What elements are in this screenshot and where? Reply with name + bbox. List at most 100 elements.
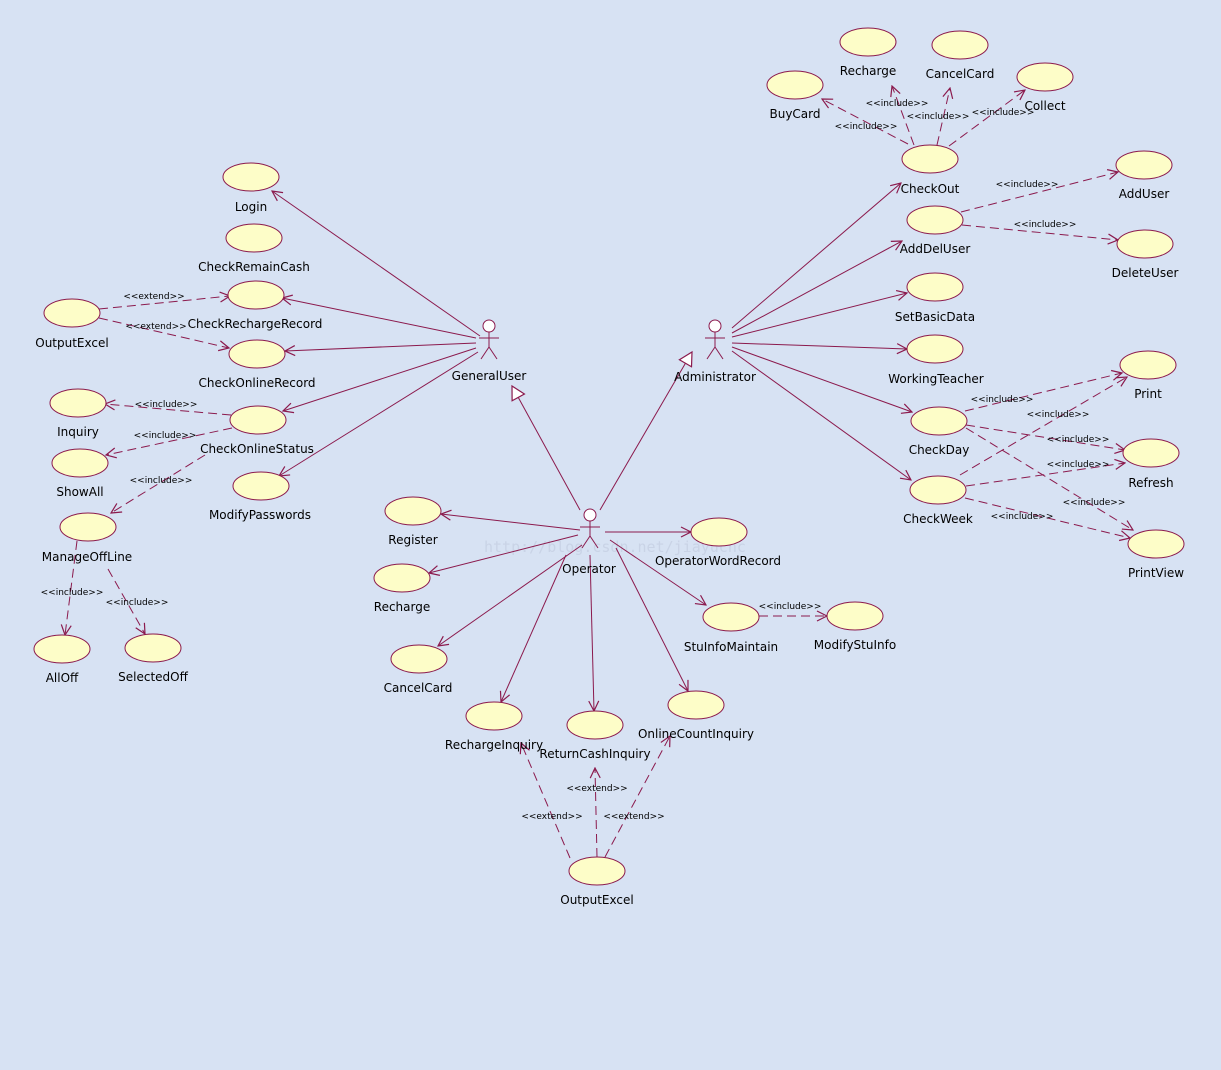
include-stereotype-label: <<include>> — [1063, 498, 1126, 508]
actor-administrator[interactable] — [705, 319, 725, 360]
use-case-label-cancelcard_op: CancelCard — [384, 681, 453, 695]
use-case-workingteacher[interactable] — [906, 334, 964, 364]
use-case-checkonlinerecord[interactable] — [228, 339, 286, 369]
association-generaluser-login — [272, 191, 481, 337]
use-case-label-outputexcel_left: OutputExcel — [35, 336, 108, 350]
use-case-label-checkrechargerecord: CheckRechargeRecord — [188, 317, 323, 331]
use-case-stuinfomaintain[interactable] — [702, 602, 760, 632]
association-generaluser-checkrechargerecord — [282, 298, 477, 339]
use-case-inquiry[interactable] — [49, 388, 107, 418]
use-case-checkrechargerecord[interactable] — [227, 280, 285, 310]
actor-label-generaluser: GeneralUser — [452, 369, 527, 383]
use-case-label-cancelcard_admin: CancelCard — [926, 67, 995, 81]
use-case-label-refresh: Refresh — [1128, 476, 1173, 490]
use-case-selectedoff[interactable] — [124, 633, 182, 663]
include-stereotype-label: <<include>> — [1047, 460, 1110, 470]
use-case-showall[interactable] — [51, 448, 109, 478]
use-case-modifypasswords[interactable] — [232, 471, 290, 501]
include-stereotype-label: <<include>> — [130, 476, 193, 486]
use-case-checkremaincash[interactable] — [225, 223, 283, 253]
use-case-label-stuinfomaintain: StuInfoMaintain — [684, 640, 778, 654]
include-checkday-refresh — [965, 424, 1125, 450]
include-stereotype-label: <<include>> — [135, 400, 198, 410]
use-case-adduser[interactable] — [1115, 150, 1173, 180]
use-case-register[interactable] — [384, 496, 442, 526]
association-administrator-checkweek — [731, 350, 911, 480]
use-case-onlinecountinquiry[interactable] — [667, 690, 725, 720]
use-case-returncashinquiry[interactable] — [566, 710, 624, 740]
use-case-recharge_admin[interactable] — [839, 27, 897, 57]
actor-head — [583, 508, 597, 522]
use-case-label-buycard: BuyCard — [769, 107, 820, 121]
use-case-checkday[interactable] — [910, 406, 968, 436]
association-generaluser-checkonlinestatus — [283, 347, 477, 411]
actor-operator[interactable] — [580, 508, 600, 549]
association-operator-cancelcard_op — [438, 544, 583, 646]
actor-head — [708, 319, 722, 333]
use-case-label-checkweek: CheckWeek — [903, 512, 973, 526]
use-case-refresh[interactable] — [1122, 438, 1180, 468]
use-case-label-modifystuinfo: ModifyStuInfo — [814, 638, 896, 652]
use-case-deleteuser[interactable] — [1116, 229, 1174, 259]
use-case-checkonlinestatus[interactable] — [229, 405, 287, 435]
include-stereotype-label: <<include>> — [971, 395, 1034, 405]
extend-outputexcel_bottom-returncashinquiry — [595, 768, 597, 858]
use-case-label-deleteuser: DeleteUser — [1112, 266, 1179, 280]
include-checkout-recharge_admin — [892, 86, 915, 146]
use-case-label-rechargeinquiry: RechargeInquiry — [445, 738, 543, 752]
actor-generaluser[interactable] — [479, 319, 499, 360]
include-stereotype-label: <<include>> — [907, 112, 970, 122]
extend-outputexcel_left-checkonlinerecord — [98, 317, 229, 348]
extend-stereotype-label: <<extend>> — [521, 812, 582, 822]
association-operator-returncashinquiry — [590, 554, 594, 711]
extend-stereotype-label: <<extend>> — [125, 322, 186, 332]
use-case-checkweek[interactable] — [909, 475, 967, 505]
actor-left-leg — [480, 346, 490, 360]
use-case-label-setbasicdata: SetBasicData — [895, 310, 975, 324]
use-case-label-adduser: AddUser — [1119, 187, 1170, 201]
include-stereotype-label: <<include>> — [835, 122, 898, 132]
use-case-label-selectedoff: SelectedOff — [118, 670, 188, 684]
use-case-alloff[interactable] — [33, 634, 91, 664]
actor-left-leg — [581, 535, 591, 549]
use-case-login[interactable] — [222, 162, 280, 192]
include-stereotype-label: <<include>> — [106, 598, 169, 608]
use-case-checkout[interactable] — [901, 144, 959, 174]
include-checkonlinestatus-manageoffline — [111, 454, 206, 513]
use-case-label-recharge_op: Recharge — [374, 600, 430, 614]
use-case-outputexcel_left[interactable] — [43, 298, 101, 328]
extend-outputexcel_left-checkrechargerecord — [98, 296, 230, 310]
use-case-label-workingteacher: WorkingTeacher — [888, 372, 984, 386]
use-case-modifystuinfo[interactable] — [826, 601, 884, 631]
use-case-adddeluser[interactable] — [906, 205, 964, 235]
include-stereotype-label: <<include>> — [1047, 435, 1110, 445]
include-checkweek-print — [959, 377, 1127, 476]
actor-label-administrator: Administrator — [674, 370, 756, 384]
use-case-label-checkday: CheckDay — [909, 443, 970, 457]
include-stereotype-label: <<include>> — [866, 99, 929, 109]
use-case-setbasicdata[interactable] — [906, 272, 964, 302]
use-case-buycard[interactable] — [766, 70, 824, 100]
use-case-cancelcard_op[interactable] — [390, 644, 448, 674]
include-checkweek-printview — [964, 497, 1130, 538]
include-checkout-collect — [948, 90, 1025, 147]
extend-stereotype-label: <<extend>> — [566, 784, 627, 794]
use-case-outputexcel_bottom[interactable] — [568, 856, 626, 886]
generalization-operator-administrator — [599, 350, 693, 511]
actor-label-operator: Operator — [562, 562, 616, 576]
association-operator-recharge_op — [429, 534, 579, 573]
use-case-operatorwordrecord[interactable] — [690, 517, 748, 547]
use-case-recharge_op[interactable] — [373, 563, 431, 593]
use-case-cancelcard_admin[interactable] — [931, 30, 989, 60]
use-case-label-printview: PrintView — [1128, 566, 1184, 580]
use-case-print[interactable] — [1119, 350, 1177, 380]
include-adddeluser-deleteuser — [961, 224, 1118, 240]
association-operator-stuinfomaintain — [609, 539, 706, 605]
use-case-printview[interactable] — [1127, 529, 1185, 559]
include-stereotype-label: <<include>> — [41, 588, 104, 598]
use-case-collect[interactable] — [1016, 62, 1074, 92]
use-case-rechargeinquiry[interactable] — [465, 701, 523, 731]
include-stereotype-label: <<include>> — [991, 512, 1054, 522]
use-case-manageoffline[interactable] — [59, 512, 117, 542]
